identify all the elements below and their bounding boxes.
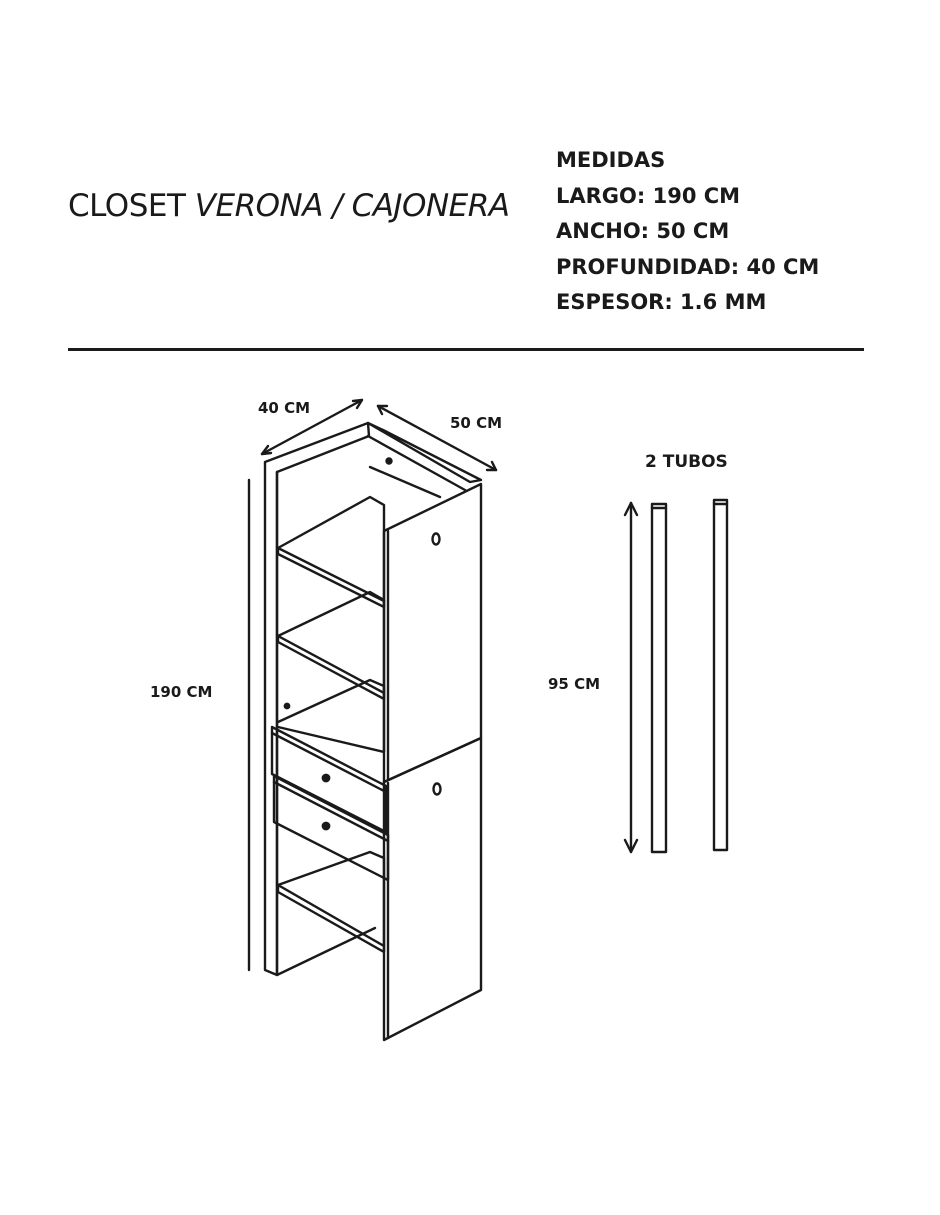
- measurements-block: MEDIDAS LARGO: 190 CM ANCHO: 50 CM PROFU…: [556, 143, 819, 321]
- width-dimension-line: [376, 404, 498, 472]
- shelf-3: [276, 678, 386, 754]
- tube-1: [650, 502, 668, 854]
- depth-label: 40 CM: [258, 399, 311, 417]
- spec-thickness: ESPESOR: 1.6 MM: [556, 290, 767, 314]
- back-panel-screw-icon: [385, 457, 393, 465]
- spec-length: LARGO: 190 CM: [556, 183, 741, 208]
- spec-width: ANCHO: 50 CM: [556, 219, 730, 243]
- right-panel-lower: [382, 736, 483, 1042]
- shelf-2: [276, 590, 386, 701]
- top-panel-front: [366, 434, 467, 492]
- top-panel: [366, 421, 483, 484]
- shelf-peg-icon: [283, 702, 291, 710]
- upper-knob-icon: [431, 532, 441, 546]
- measurements-heading: MEDIDAS: [556, 148, 666, 172]
- depth-dimension-line: [260, 398, 364, 456]
- drawer-2: [272, 774, 390, 882]
- height-label: 190 CM: [150, 683, 213, 701]
- right-panel-upper: [382, 482, 483, 784]
- drawer-2-knob-icon: [321, 821, 331, 831]
- drawer-1: [270, 725, 388, 834]
- tube-length-label: 95 CM: [548, 675, 601, 693]
- lower-shelf: [276, 850, 386, 954]
- width-label: 50 CM: [450, 414, 503, 432]
- title-prefix: CLOSET: [68, 188, 186, 224]
- tubes-label: 2 TUBOS: [645, 452, 728, 472]
- tube-2: [712, 498, 729, 852]
- section-divider: [68, 348, 864, 351]
- lower-knob-icon: [432, 782, 442, 796]
- product-title: CLOSET VERONA / CAJONERA: [68, 188, 510, 224]
- shelf-1: [276, 495, 386, 609]
- back-panel-edge: [368, 465, 442, 499]
- title-model: VERONA / CAJONERA: [194, 188, 510, 224]
- drawer-1-knob-icon: [321, 773, 331, 783]
- spec-depth: PROFUNDIDAD: 40 CM: [556, 254, 820, 279]
